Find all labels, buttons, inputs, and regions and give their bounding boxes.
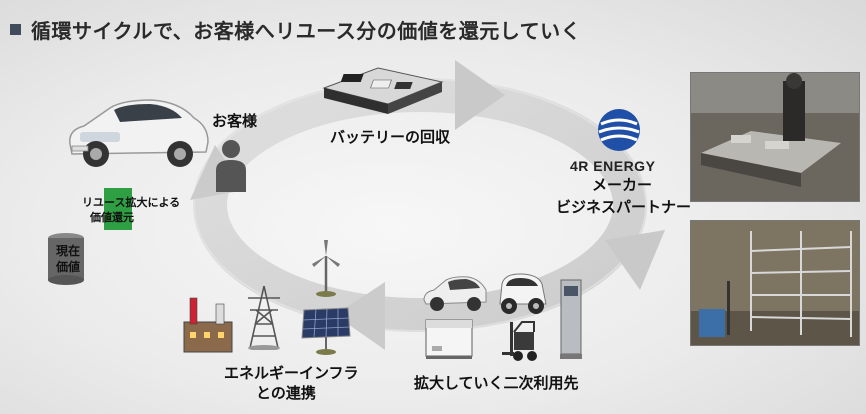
factory-icon: [183, 297, 233, 353]
title-marker: [10, 23, 21, 35]
partner-line2: ビジネスパートナー: [556, 198, 692, 216]
pylon-icon: [248, 285, 280, 350]
current-value-bar: [48, 233, 84, 285]
current-label-line1: 現在: [56, 244, 81, 258]
reuse-label-line1: リユース拡大による: [82, 196, 181, 209]
warehouse-photo: [690, 220, 860, 346]
title-row: 循環サイクルで、お客様へリユース分の価値を還元していく: [10, 14, 581, 44]
energy-label-line1: エネルギーインフラ: [224, 364, 359, 382]
solar-panel-icon: [301, 307, 351, 355]
4r-logo-icon: [598, 109, 640, 151]
small-car-icon: [423, 276, 487, 311]
factory-photo: [690, 72, 860, 202]
forklift-icon: [502, 321, 537, 361]
arrow-head-right: [605, 230, 665, 290]
person-icon: [216, 140, 246, 192]
reuse-label-line2: 価値還元: [90, 211, 134, 224]
customer-label: お客様: [212, 112, 258, 130]
energy-label-line2: との連携: [256, 384, 316, 402]
arrow-head-bottom: [335, 282, 385, 350]
storage-cabinet-icon: [425, 319, 473, 359]
brand-name: 4R ENERGY: [570, 158, 656, 174]
micro-car-icon: [499, 273, 547, 314]
page-title: 循環サイクルで、お客様へリユース分の価値を還元していく: [31, 18, 582, 43]
current-label-line2: 価値: [56, 260, 81, 274]
secondary-use-label: 拡大していく二次利用先: [414, 374, 579, 392]
charger-icon: [560, 279, 582, 359]
wind-turbine-icon: [312, 240, 340, 297]
battery-pack-icon: [322, 67, 444, 114]
reuse-value-bar: [104, 188, 132, 230]
arrow-head-top: [455, 60, 505, 130]
car-icon: [69, 99, 209, 167]
battery-recovery-label: バッテリーの回収: [330, 128, 451, 146]
partner-line1: メーカー: [592, 176, 653, 194]
